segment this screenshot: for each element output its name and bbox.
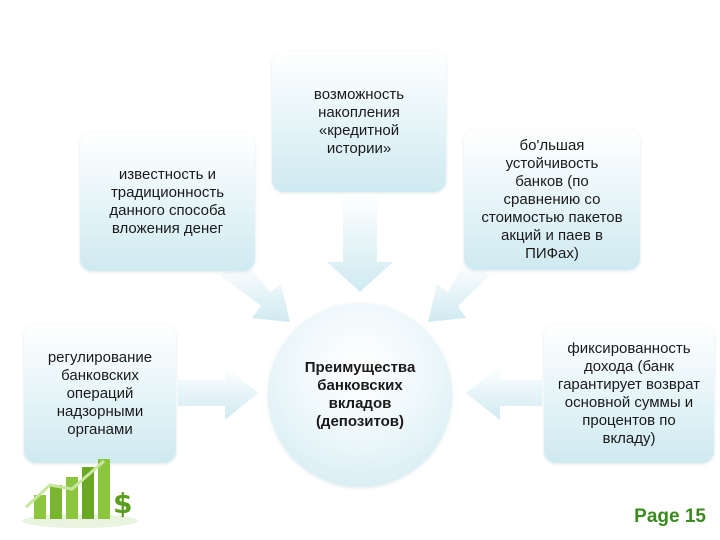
arrow-upper-left bbox=[220, 262, 290, 322]
arrow-lower-left bbox=[178, 366, 258, 420]
arrow-top bbox=[327, 192, 393, 292]
box-lower-left-text: регулирование банковских операций надзор… bbox=[47, 349, 153, 438]
svg-text:$: $ bbox=[113, 487, 132, 520]
box-top: возможность накопления «кредитной истори… bbox=[272, 52, 446, 192]
arrow-upper-right bbox=[428, 262, 490, 322]
box-lower-left: регулирование банковских операций надзор… bbox=[24, 325, 176, 463]
box-upper-left-text: известность и традиционность данного спо… bbox=[109, 166, 226, 237]
center-circle: Преимущества банковских вкладов (депозит… bbox=[268, 303, 452, 487]
box-upper-right: бо'льшая устойчивость банков (по сравнен… bbox=[464, 130, 640, 270]
box-lower-right: фиксированность дохода (банк гарантирует… bbox=[544, 325, 714, 463]
box-lower-right-text: фиксированность дохода (банк гарантирует… bbox=[557, 340, 701, 447]
box-top-text: возможность накопления «кредитной истори… bbox=[313, 86, 405, 157]
box-upper-right-text: бо'льшая устойчивость банков (по сравнен… bbox=[481, 137, 623, 262]
page-number: Page 15 bbox=[634, 506, 706, 527]
box-upper-left: известность и традиционность данного спо… bbox=[80, 133, 255, 271]
arrow-lower-right bbox=[466, 366, 542, 420]
chart-dollar-icon: $ bbox=[22, 459, 138, 528]
center-title: Преимущества банковских вкладов (депозит… bbox=[304, 359, 416, 430]
